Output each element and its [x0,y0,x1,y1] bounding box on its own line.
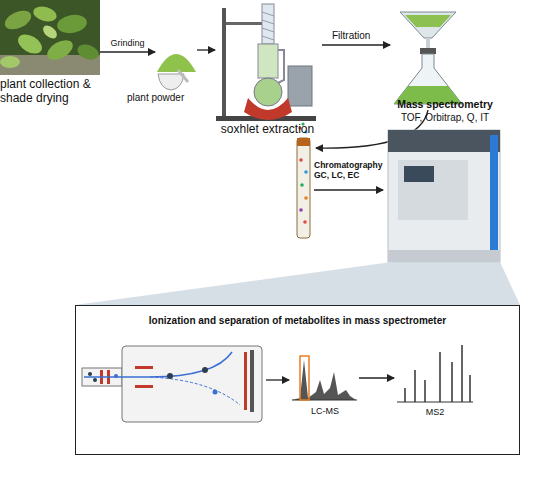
leaf [32,4,59,24]
spectrum-plot: MS2 [394,341,476,418]
leaf [41,23,60,41]
leaf [15,31,46,58]
instrument-panel [398,160,468,220]
photo-panel: plant collection & shade drying [0,0,100,105]
siphon-tube [276,50,284,84]
detector [244,352,247,410]
ion-dot [167,373,173,379]
quadrupole-rod [135,366,153,369]
chromatogram [292,360,356,400]
extraction-chamber [258,44,278,78]
leaf [0,56,20,68]
peak-highlight [300,356,309,400]
quadrupole-rod [135,385,153,388]
flow-arrow [322,44,390,45]
node-text: MS2 [394,407,476,418]
column-cap [297,138,310,146]
flow-arrow [359,377,394,378]
plant-photo [0,0,100,75]
node-text: plant powder [127,92,227,104]
node-text: soxhlet extraction [215,122,320,136]
node-text: Mass spectrometry [385,98,505,111]
ion-path [150,377,240,405]
flow-arrow [314,189,383,190]
chromatogram-plot: LC-MS [291,348,359,418]
instrument-body [388,130,500,262]
powder-node: plant powder [155,40,197,90]
leaf [75,42,100,63]
flow-arrow [197,49,215,50]
pestle [178,70,188,82]
flow-arrow [100,51,155,52]
instrument-top [388,130,500,152]
stopper [420,48,436,54]
funnel [400,12,456,38]
ion-dot [114,374,118,378]
detail-panel: Ionization and separation of metabolites… [75,305,520,455]
leaf [2,7,34,33]
flow-arrow [266,379,289,380]
ion-dot [93,378,97,382]
motor-unit [288,66,312,106]
mass-analyzer [122,346,262,422]
chromatography-column [297,138,310,238]
node-text: LC-MS [291,406,359,417]
leaf [44,36,76,64]
flask [394,54,462,104]
soxhlet-node: soxhlet extraction [215,0,320,140]
stand-rod [222,8,226,118]
analyte-dot [300,183,304,187]
node-text: plant collection & shade drying [0,77,100,106]
ion-dot [202,367,208,373]
condenser-coil [262,12,274,40]
analyte-dot [303,220,307,224]
funnel-liquid [405,15,451,27]
analyte-dot [299,158,303,162]
detector [250,350,254,412]
instrument-base [388,250,500,262]
condenser [262,4,274,44]
ion-path [84,352,232,377]
heating-mantle [244,98,292,120]
analyte-dot [299,208,303,212]
round-flask [254,78,282,106]
instrument-stripe [490,135,498,257]
zoom-wedge [75,262,520,305]
ion-dot [213,390,218,395]
step-label: Chromatography GC, LC, EC [314,160,384,180]
node-text: Ionization and separation of metabolites… [76,315,519,327]
mortar [158,74,184,90]
leaf [56,13,89,36]
instrument-display [404,166,434,182]
ion-dot [88,372,92,376]
node-text: TOF, Orbitrap, Q, IT [385,112,505,124]
analyte-dot [304,196,308,200]
clamp [226,22,262,25]
spectrum-bars [405,345,470,402]
edge-label: Grinding [110,38,144,49]
step-label: Filtration [332,30,402,42]
analyte-dot [304,170,308,174]
powder-pile [157,54,196,72]
instrument-node: Mass spectrometryTOF, Orbitrap, Q, IT [385,98,505,265]
